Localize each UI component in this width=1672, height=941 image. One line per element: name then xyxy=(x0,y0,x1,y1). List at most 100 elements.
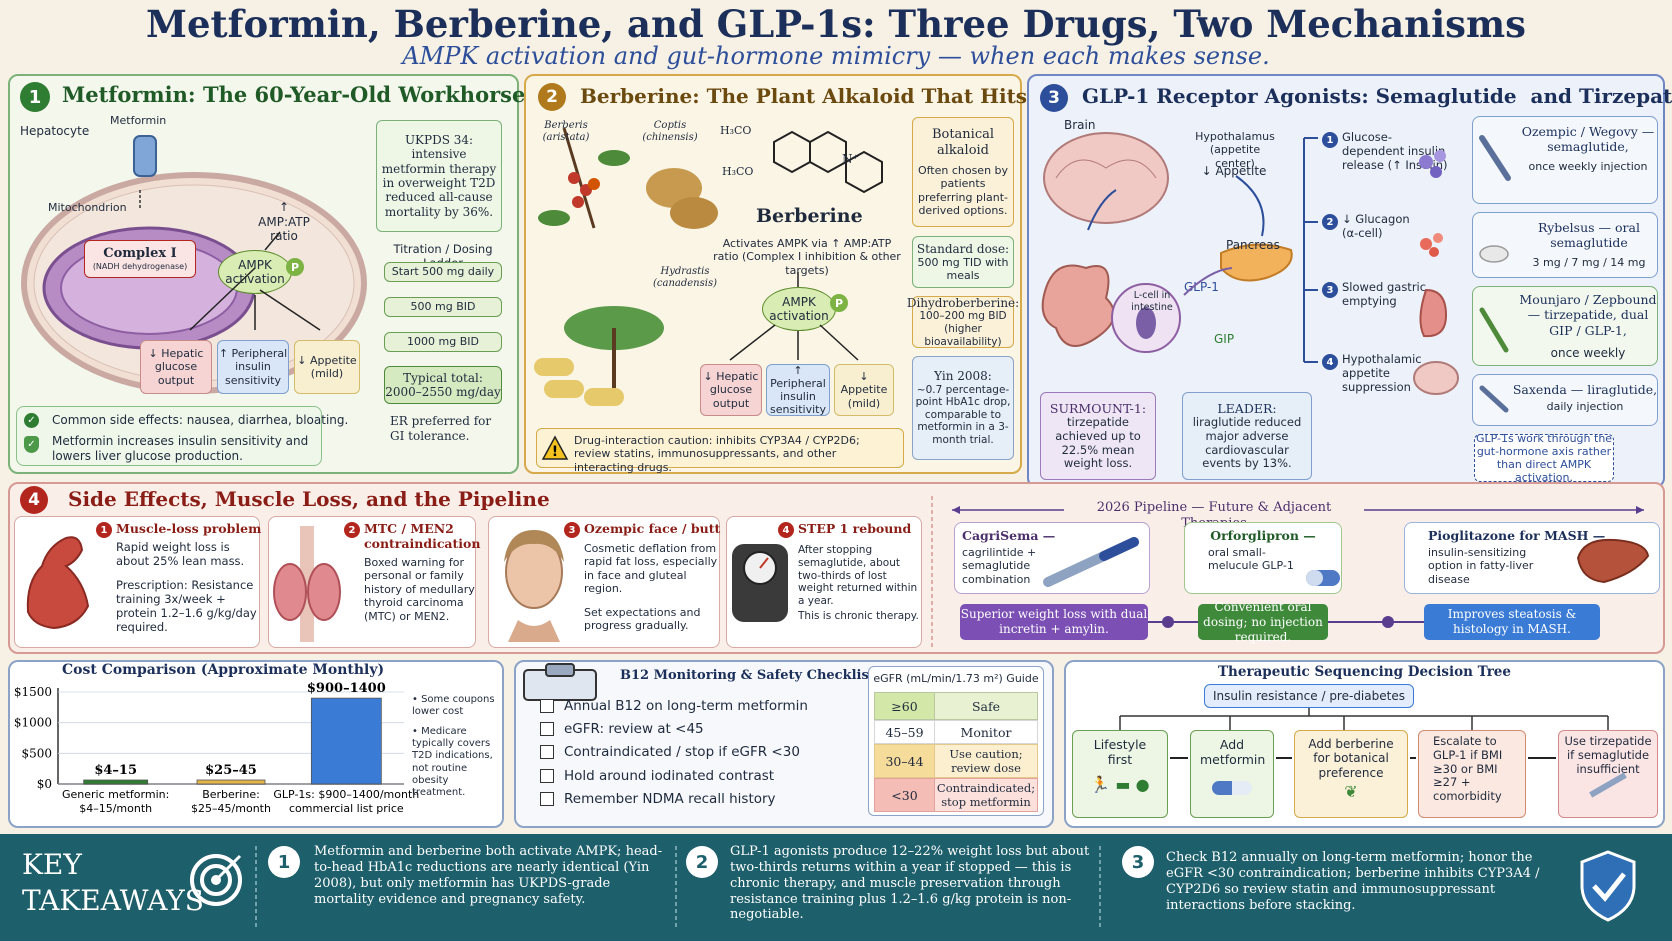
pen-injector-icon xyxy=(1043,537,1139,587)
ampk-node: AMPK activation xyxy=(218,250,292,294)
surmount-box: SURMOUNT-1: tirzepatide achieved up to 2… xyxy=(1040,392,1156,480)
bar-0 xyxy=(83,779,149,785)
berberine-effect-hepatic: ↓ Hepatic glucose output xyxy=(700,364,762,416)
cagrisema-pill: Superior weight loss with dual incretin … xyxy=(960,604,1148,640)
cost-title: Cost Comparison (Approximate Monthly) xyxy=(62,662,385,678)
berberine-activates: Activates AMPK via ↑ AMP:ATP ratio (Comp… xyxy=(713,237,901,277)
ladder-step-2: 500 mg BID xyxy=(384,297,502,317)
checkbox-5[interactable] xyxy=(540,792,554,806)
yin-2008-title: Yin 2008: xyxy=(934,369,992,384)
cost-note-2-text: Medicare typically covers T2D indication… xyxy=(412,726,493,798)
pioglitazone-pill: Improves steatosis & histology in MASH. xyxy=(1424,604,1600,640)
ladder-step-3: 1000 mg BID xyxy=(384,332,502,352)
coptis-label: Coptis (chinensis) xyxy=(642,120,698,144)
hydrastis-label: Hydrastis (canadensis) xyxy=(653,266,717,290)
card-4-body: After stopping semaglutide, about two-th… xyxy=(798,544,918,608)
hepatocyte-label: Hepatocyte xyxy=(20,124,90,138)
drug-interaction-text: Drug-interaction caution: inhibits CYP3A… xyxy=(574,434,860,474)
ukpds-box: UKPDS 34: intensive metformin therapy in… xyxy=(376,120,502,232)
berberine-effect-appetite: ↓ Appetite (mild) xyxy=(834,364,894,416)
egfr-row-2: 45–59 Monitor xyxy=(874,720,1038,744)
bar-1 xyxy=(196,779,266,785)
orforglipron-body: oral small-melucule GLP-1 xyxy=(1208,546,1294,573)
clipboard-icon xyxy=(523,663,597,701)
metformin-effect-hepatic: ↓ Hepatic glucose output xyxy=(140,340,212,394)
glp1-anatomy xyxy=(1041,132,1293,353)
glp1-arrows xyxy=(1087,137,1318,363)
surmount-body: tirzepatide achieved up to 22.5% mean we… xyxy=(1055,414,1141,471)
phospho-badge: P xyxy=(286,258,304,276)
tree-step-glp1: Escalate to GLP-1 if BMI ≥30 or BMI ≥27 … xyxy=(1418,730,1526,818)
card-4-title: STEP 1 rebound xyxy=(798,521,912,536)
takeaway-1: Metformin and berberine both activate AM… xyxy=(314,844,663,907)
checkbox-4[interactable] xyxy=(540,769,554,783)
card-1-num: 1 xyxy=(96,522,112,538)
checkbox-2[interactable] xyxy=(540,722,554,736)
egfr-row-4: <30 Contraindicated; stop metformin xyxy=(874,778,1038,812)
methoxy-label-1: H₃CO xyxy=(720,124,752,137)
methoxy-label-2: H₃CO xyxy=(722,165,754,178)
card-3-extra: Set expectations and progress gradually. xyxy=(584,606,701,633)
tree-step-berberine: Add berberine for botanical preference ❦ xyxy=(1294,730,1408,818)
surmount-title: SURMOUNT-1: xyxy=(1049,400,1147,416)
tree-step-lifestyle: Lifestyle first 🏃 ▬ ● xyxy=(1072,730,1168,818)
checklist-item-2[interactable]: eGFR: review at <45 xyxy=(540,719,820,739)
egfr-range-2: 45–59 xyxy=(875,721,935,743)
glp1-effect-num-3: 3 xyxy=(1322,282,1338,298)
complex-i-sub: (NADH dehydrogenase) xyxy=(92,262,188,271)
check-icon: ✓ xyxy=(24,413,39,428)
tree-step-5-label: Use tirzepatide if semaglutide insuffici… xyxy=(1564,734,1652,776)
checkbox-3[interactable] xyxy=(540,745,554,759)
checklist-item-3[interactable]: Contraindicated / stop if eGFR <30 xyxy=(540,742,820,762)
drug-mounjaro-name: Mounjaro / Zepbound — tirzepatide, dual … xyxy=(1519,292,1657,338)
checklist-item-4[interactable]: Hold around iodinated contrast xyxy=(540,766,820,786)
section-number-3: 3 xyxy=(1040,84,1068,112)
drug-interaction-box xyxy=(536,428,904,468)
checklist-item-1[interactable]: Annual B12 on long-term metformin xyxy=(540,696,820,716)
card-3-num: 3 xyxy=(564,522,580,538)
glp1-effect-4: Hypothalamic appetite suppression xyxy=(1342,352,1422,395)
egfr-row-1: ≥60 Safe xyxy=(874,692,1038,720)
egfr-title: eGFR (mL/min/1.73 m²) Guide xyxy=(873,672,1039,685)
bar-value-label-2: $900–1400 xyxy=(307,681,386,696)
warning-icon: ! xyxy=(541,435,569,460)
section-number-2: 2 xyxy=(538,83,566,111)
card-2-body: Boxed warning for personal or family his… xyxy=(364,556,475,623)
glp1-effect-num-1: 1 xyxy=(1322,132,1338,148)
lcell-label: L-cell in intestine xyxy=(1131,290,1173,313)
card-3-body: Cosmetic deflation from rapid fat loss, … xyxy=(584,542,718,596)
leaf-icon: ❦ xyxy=(1344,782,1358,802)
checklist-item-4-label: Hold around iodinated contrast xyxy=(564,768,775,784)
botanical-illustrations xyxy=(534,127,718,406)
pill-icon xyxy=(1306,570,1340,586)
metformin-side-effects-box xyxy=(16,406,322,466)
dihydroberberine-box: Dihydroberberine: 100–200 mg BID (higher… xyxy=(907,296,1019,348)
glp1-hormone-label: GLP-1 xyxy=(1184,280,1219,294)
page-subtitle: AMPK activation and gut-hormone mimicry … xyxy=(402,42,1270,70)
berberine-molecule xyxy=(773,130,883,194)
egfr-action-3: Use caution; review dose xyxy=(949,747,1023,775)
x-tick-label-2-0: GLP-1s: $900–1400/month xyxy=(273,788,419,801)
bar-value-label-1: $25–45 xyxy=(205,763,257,778)
tree-step-2-label: Add metformin xyxy=(1200,737,1266,767)
checkbox-1[interactable] xyxy=(540,699,554,713)
drug-card-rybelsus xyxy=(1472,212,1658,278)
y-tick-label-2: $1000 xyxy=(14,716,52,730)
cost-note-1-text: Some coupons lower cost xyxy=(412,694,495,718)
hypothalamus-label: Hypothalamus (appetite center) xyxy=(1195,130,1275,170)
card-1-title: Muscle-loss problem xyxy=(116,521,262,536)
shield-check-icon xyxy=(1580,850,1636,922)
checklist-item-5[interactable]: Remember NDMA recall history xyxy=(540,789,820,809)
standard-dose-body: 500 mg TID with meals xyxy=(917,256,1009,283)
takeaway-2: GLP-1 agonists produce 12–22% weight los… xyxy=(730,844,1090,923)
bar-2 xyxy=(310,697,382,785)
amp-atp-label: ↑ AMP:ATP ratio xyxy=(258,200,310,244)
card-2-title: MTC / MEN2 contraindication xyxy=(364,521,481,552)
drug-card-saxenda xyxy=(1472,374,1658,426)
card-4-extra: This is chronic therapy. xyxy=(798,610,919,622)
ladder-total: Typical total: 2000–2550 mg/day xyxy=(384,366,502,404)
ampk-label: AMPK activation xyxy=(225,257,285,286)
berberine-effect-insulin: ↑ Peripheral insulin sensitivity xyxy=(766,364,830,416)
cagrisema-name: CagriSema — xyxy=(962,528,1056,543)
leader-title: LEADER: xyxy=(1217,400,1277,416)
